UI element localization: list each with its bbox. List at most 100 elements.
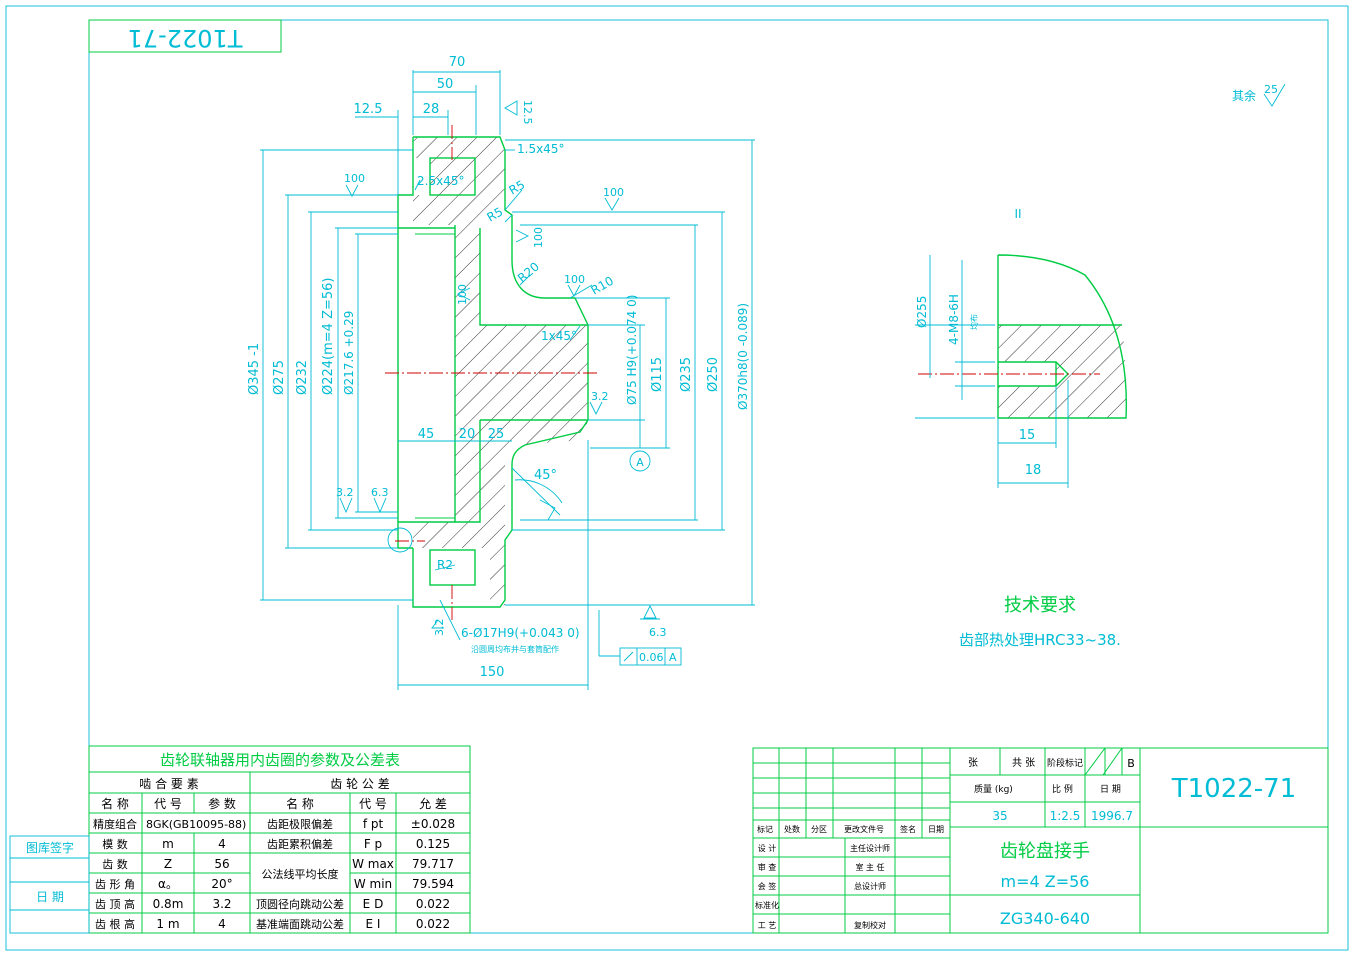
runout-tolerance: 0.06: [639, 651, 664, 664]
param-cell: α。: [158, 877, 178, 891]
roughness-100-c: 100: [532, 227, 545, 248]
title-block: 张 共 张 阶段标记 B 质量 (kg) 比 例 日 期 35 1:2.5 19…: [752, 747, 1329, 934]
param-cell: m: [162, 837, 174, 851]
role2-label: 总设计师: [854, 881, 886, 891]
dim-dia-345: Ø345 -1: [247, 343, 262, 395]
param-cell: 4: [218, 837, 226, 851]
stage-b: B: [1127, 757, 1135, 770]
detail-label: II: [1014, 207, 1021, 221]
param-col-header: 代 号: [154, 797, 182, 811]
mass-value: 35: [992, 809, 1007, 823]
dim-dia-232: Ø232: [295, 360, 310, 395]
param-cell: 0.8m: [153, 897, 184, 911]
roughness-100-b: 100: [603, 186, 624, 199]
revision-col-label: 标记: [757, 824, 773, 834]
svg-text:A: A: [636, 456, 644, 469]
dim-12-5-v: 12.5: [521, 100, 534, 125]
param-right-header: 齿 轮 公 差: [330, 777, 389, 791]
roughness-100-e: 100: [456, 284, 469, 305]
param-col-header: 名 称: [101, 796, 129, 811]
param-cell: 齿 顶 高: [95, 897, 135, 911]
param-cell: E I: [366, 917, 381, 931]
part-name: 齿轮盘接手: [1000, 841, 1090, 862]
param-cell: 齿 数: [102, 858, 128, 871]
roughness-100-d: 100: [564, 273, 585, 286]
param-cell: 0.125: [416, 837, 450, 851]
roughness-6-3-b: 6.3: [649, 626, 667, 639]
param-table-title: 齿轮联轴器用内齿圈的参数及公差表: [160, 751, 400, 769]
revision-col-label: 处数: [784, 824, 800, 834]
main-section-view: A: [247, 55, 755, 690]
revision-columns: 标记 处数 分区 更改文件号 签名 日期: [757, 824, 944, 834]
holes-callout: 6-Ø17H9(+0.043 0): [461, 626, 580, 640]
param-cell: f pt: [363, 817, 384, 831]
dim-dia-235: Ø235: [679, 357, 694, 392]
dim-dia-370: Ø370h8(0 -0.089): [736, 303, 750, 410]
dim-dia-217: Ø217.6 +0.29: [342, 311, 356, 395]
param-cell: 4: [218, 917, 226, 931]
param-cell: 顶圆径向跳动公差: [256, 897, 344, 911]
dim-70: 70: [449, 55, 466, 70]
revision-col-label: 日期: [928, 825, 944, 834]
dim-12-5: 12.5: [354, 102, 383, 117]
inverted-drawing-number: T1022-71: [128, 24, 244, 52]
holes-note: 沿圆周均布并与套筒配作: [471, 644, 559, 654]
detail-dia-255: Ø255: [915, 296, 929, 328]
outer-border: [5, 5, 1349, 951]
param-col-header: 名 称: [286, 796, 314, 811]
param-cell: 1 m: [156, 917, 179, 931]
other-roughness: 其余 25: [1232, 83, 1286, 107]
radius-r5-a: R5: [507, 177, 528, 197]
roughness-6-3-a: 6.3: [371, 486, 389, 499]
role2-label: 主任设计师: [850, 843, 890, 853]
chamfer-2-5: 2.5x45°: [417, 174, 464, 188]
chamfer-1: 1x45°: [541, 329, 577, 343]
param-cell: 79.594: [412, 877, 454, 891]
dim-dia-115: Ø115: [650, 357, 665, 392]
param-cell: Z: [164, 857, 172, 871]
scale-value: 1:2.5: [1050, 809, 1081, 823]
inner-border: [88, 19, 1329, 934]
drawing-number: T1022-71: [1171, 774, 1297, 804]
inverted-number-box: [88, 19, 282, 53]
param-cell: 基准端面跳动公差: [256, 917, 344, 931]
param-cell: 56: [214, 857, 229, 871]
chamfer-1-5: 1.5x45°: [517, 142, 564, 156]
stage-tag-label: 阶段标记: [1047, 757, 1083, 769]
side-date-label: 日 期: [36, 890, 64, 904]
revision-col-label: 签名: [900, 824, 916, 834]
radius-r2: R2: [437, 558, 453, 572]
roughness-3-2-c: 3.2: [433, 619, 446, 637]
detail-view-ii: II Ø255 4-M8-6H 均布 15 18: [915, 207, 1128, 488]
param-cell: 齿 形 角: [95, 878, 135, 891]
runout-datum: A: [669, 651, 677, 664]
role-label: 设 计: [758, 843, 777, 853]
dim-28: 28: [423, 102, 440, 117]
dim-dia-250: Ø250: [706, 357, 721, 392]
material: ZG340-640: [1000, 909, 1090, 928]
side-labels: 图库签字 日 期: [9, 835, 90, 934]
dim-25: 25: [488, 427, 505, 442]
param-cell: F p: [364, 837, 382, 851]
detail-dim-15: 15: [1019, 428, 1036, 443]
angle-45: 45°: [534, 468, 557, 483]
role-label: 审 查: [758, 862, 777, 872]
param-col-header: 参 数: [208, 796, 236, 811]
param-cell: 8GK(GB10095-88): [146, 818, 246, 831]
param-cell: ±0.028: [411, 817, 455, 831]
radius-r5-b: R5: [485, 204, 506, 224]
role2-label: 复制校对: [854, 920, 886, 930]
sheet-total-label: 共 张: [1012, 757, 1035, 769]
revision-col-label: 更改文件号: [844, 824, 884, 834]
tech-req-item: 齿部热处理HRC33~38.: [959, 631, 1121, 649]
tech-req-title: 技术要求: [1004, 595, 1076, 616]
revision-col-label: 分区: [811, 825, 827, 834]
dim-20: 20: [459, 427, 476, 442]
other-roughness-value: 25: [1264, 83, 1278, 96]
detail-dim-18: 18: [1025, 463, 1042, 478]
dim-50: 50: [437, 77, 454, 92]
param-cell: 3.2: [212, 897, 231, 911]
radius-r10: R10: [589, 274, 616, 298]
